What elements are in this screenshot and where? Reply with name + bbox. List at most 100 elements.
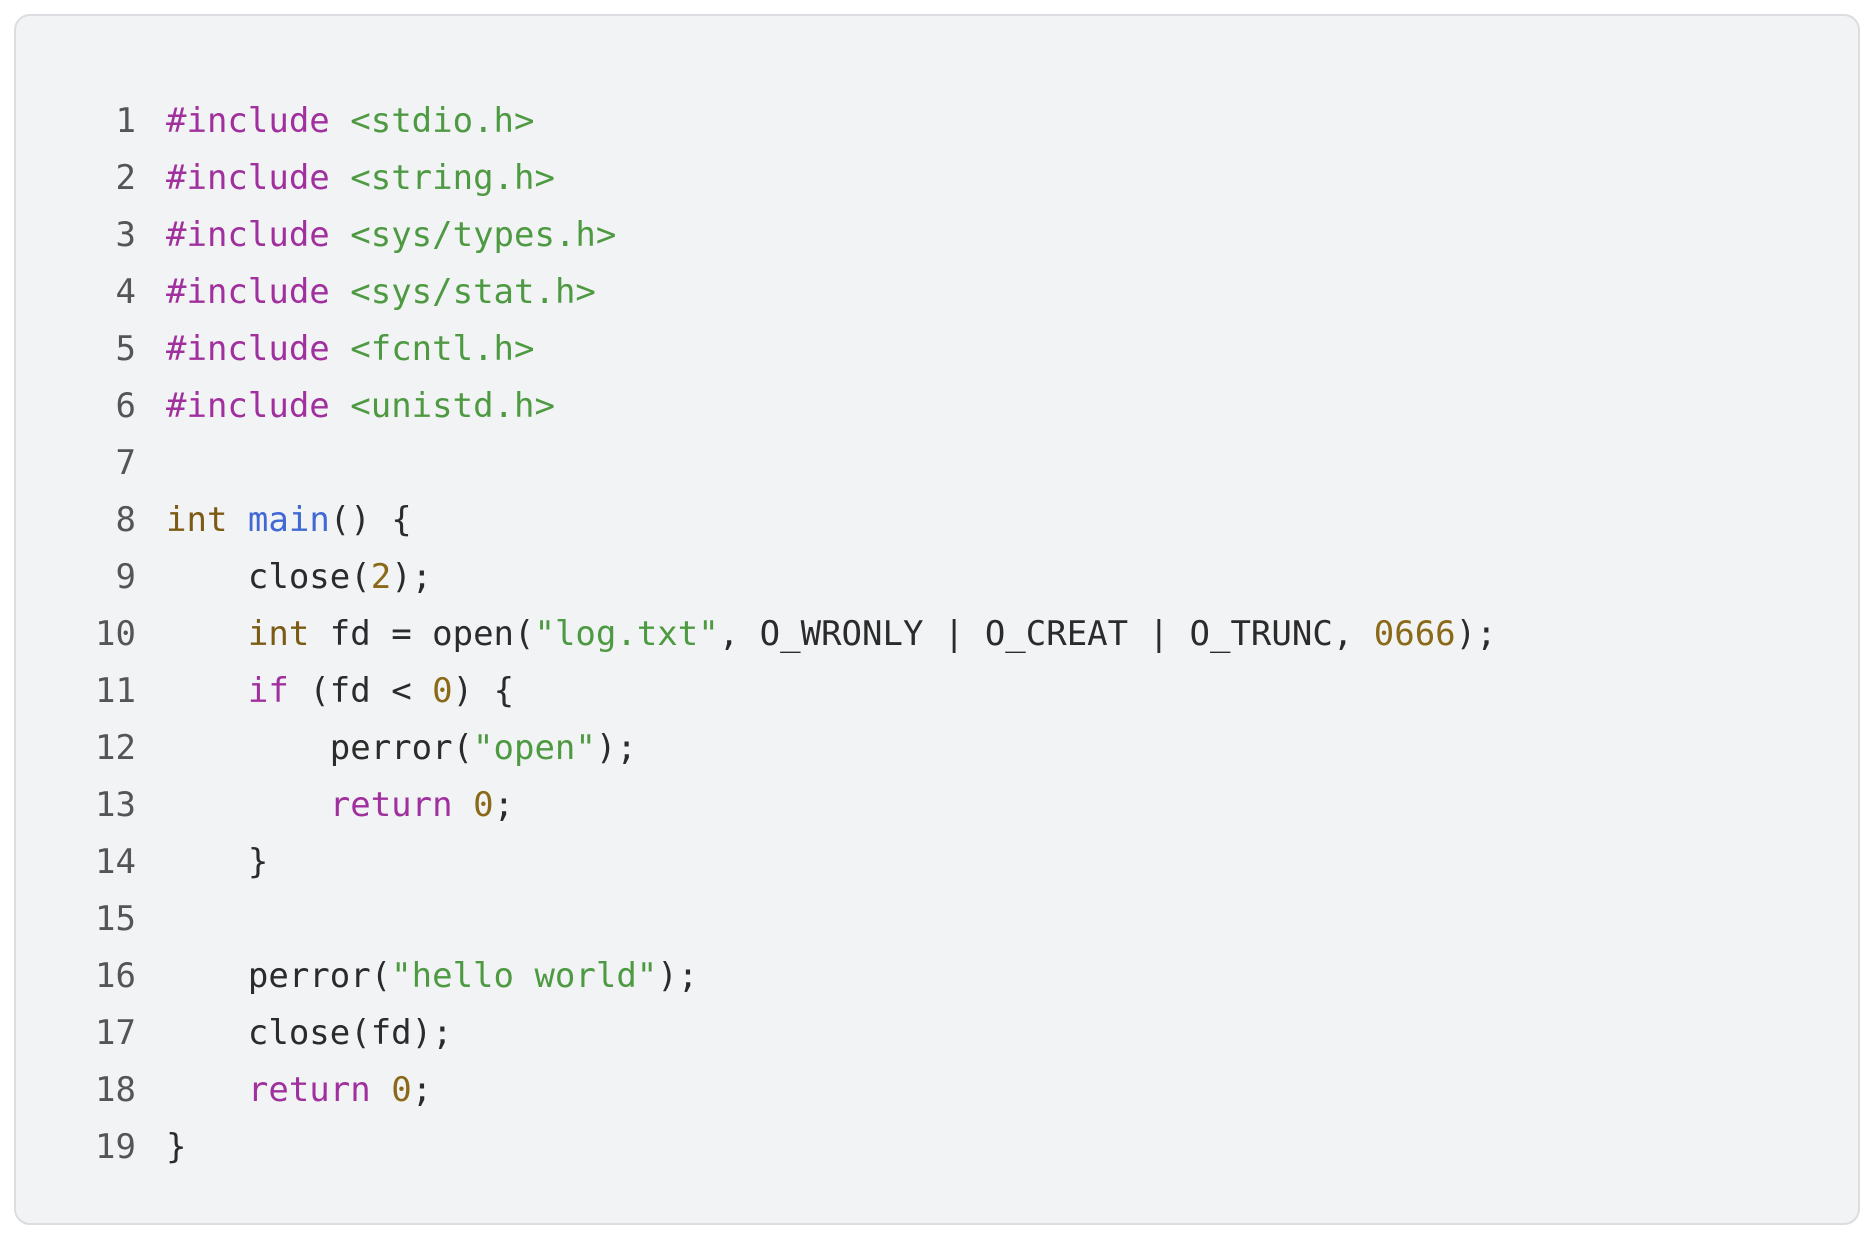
code-text: #include <stdio.h> xyxy=(136,101,534,141)
code-line: 13 return 0; xyxy=(16,776,1858,833)
code-block: 1#include <stdio.h>2#include <string.h>3… xyxy=(14,14,1860,1225)
code-text: #include <fcntl.h> xyxy=(136,329,534,369)
line-number: 1 xyxy=(115,100,136,141)
line-number: 7 xyxy=(115,442,136,483)
code-token: ); xyxy=(391,556,433,597)
code-text: #include <sys/stat.h> xyxy=(136,272,596,312)
code-token: "hello world" xyxy=(391,955,658,996)
code-token: <fcntl.h> xyxy=(350,328,535,369)
code-token: <stdio.h> xyxy=(350,100,535,141)
line-number: 15 xyxy=(95,898,136,939)
line-number: 13 xyxy=(95,784,136,825)
code-token: "log.txt" xyxy=(534,613,719,654)
code-line: 19} xyxy=(16,1118,1858,1175)
line-number: 18 xyxy=(95,1069,136,1110)
code-text: if (fd < 0) { xyxy=(136,671,514,711)
code-token: (fd < xyxy=(288,670,433,711)
code-line: 7 xyxy=(16,434,1858,491)
line-number: 8 xyxy=(115,499,136,540)
line-number: 11 xyxy=(95,670,136,711)
code-line: 1#include <stdio.h> xyxy=(16,92,1858,149)
code-lines: 1#include <stdio.h>2#include <string.h>3… xyxy=(16,92,1858,1175)
code-line: 9 close(2); xyxy=(16,548,1858,605)
code-token: ) { xyxy=(452,670,515,711)
code-token: #include xyxy=(166,157,330,198)
code-token xyxy=(330,272,350,312)
code-token: int xyxy=(247,613,310,654)
code-token: ; xyxy=(493,784,515,825)
line-number: 2 xyxy=(115,157,136,198)
code-token: return xyxy=(329,784,453,825)
code-token xyxy=(330,101,350,141)
code-token: #include xyxy=(166,100,330,141)
code-token: ); xyxy=(657,955,699,996)
code-token: main xyxy=(247,499,330,540)
code-token: #include xyxy=(166,385,330,426)
code-token: #include xyxy=(166,328,330,369)
line-number: 9 xyxy=(115,556,136,597)
code-token xyxy=(330,215,350,255)
code-token: <string.h> xyxy=(350,157,555,198)
line-number: 4 xyxy=(115,271,136,312)
code-token xyxy=(166,614,248,654)
code-token: <sys/stat.h> xyxy=(350,271,596,312)
line-number: 6 xyxy=(115,385,136,426)
line-number: 14 xyxy=(95,841,136,882)
code-text: close(2); xyxy=(136,557,432,597)
code-token: #include xyxy=(166,214,330,255)
code-token: if xyxy=(247,670,289,711)
code-line: 5#include <fcntl.h> xyxy=(16,320,1858,377)
code-token xyxy=(166,785,330,825)
code-token: "open" xyxy=(473,727,596,768)
code-token xyxy=(227,500,247,540)
code-token: ); xyxy=(595,727,637,768)
code-line: 6 #include <unistd.h> xyxy=(16,377,1858,434)
code-token xyxy=(330,329,350,369)
code-text: perror("open"); xyxy=(136,728,637,768)
code-line: 10 int fd = open("log.txt", O_WRONLY | O… xyxy=(16,605,1858,662)
code-token xyxy=(166,1070,248,1110)
code-line: 4#include <sys/stat.h> xyxy=(16,263,1858,320)
code-text: int main() { xyxy=(136,500,412,540)
code-line: 15 xyxy=(16,890,1858,947)
code-text: #include <sys/types.h> xyxy=(136,215,616,255)
line-number: 16 xyxy=(95,955,136,996)
code-token: int xyxy=(166,499,228,540)
code-line: 17 close(fd); xyxy=(16,1004,1858,1061)
code-token xyxy=(166,671,248,711)
code-line: 16 perror("hello world"); xyxy=(16,947,1858,1004)
code-token xyxy=(453,785,473,825)
line-number: 5 xyxy=(115,328,136,369)
code-text: perror("hello world"); xyxy=(136,956,698,996)
code-text: return 0; xyxy=(136,785,514,825)
code-token: <unistd.h> xyxy=(350,385,555,426)
code-token: 0 xyxy=(391,1069,412,1110)
code-text: int fd = open("log.txt", O_WRONLY | O_CR… xyxy=(136,614,1497,654)
code-token: 0666 xyxy=(1373,613,1456,654)
code-token xyxy=(330,386,350,426)
code-line: 18 return 0; xyxy=(16,1061,1858,1118)
code-line: 12 perror("open"); xyxy=(16,719,1858,776)
code-line: 2 #include <string.h> xyxy=(16,149,1858,206)
code-token: ); xyxy=(1455,613,1497,654)
line-number: 10 xyxy=(95,613,136,654)
code-token xyxy=(330,158,350,198)
code-token: () { xyxy=(329,499,412,540)
code-text: } xyxy=(136,1127,186,1167)
code-token: } xyxy=(166,1126,187,1167)
code-token: perror( xyxy=(166,955,392,996)
line-number: 17 xyxy=(95,1012,136,1053)
code-text: } xyxy=(136,842,268,882)
code-token: close( xyxy=(166,556,371,597)
code-token: <sys/types.h> xyxy=(350,214,617,255)
line-number: 12 xyxy=(95,727,136,768)
code-token: 0 xyxy=(432,670,453,711)
line-number: 3 xyxy=(115,214,136,255)
code-token: 2 xyxy=(370,556,392,597)
code-text: return 0; xyxy=(136,1070,432,1110)
code-token: , O_WRONLY | O_CREAT | O_TRUNC, xyxy=(718,613,1374,654)
code-line: 14 } xyxy=(16,833,1858,890)
line-number: 19 xyxy=(95,1126,136,1167)
code-token xyxy=(371,1070,391,1110)
